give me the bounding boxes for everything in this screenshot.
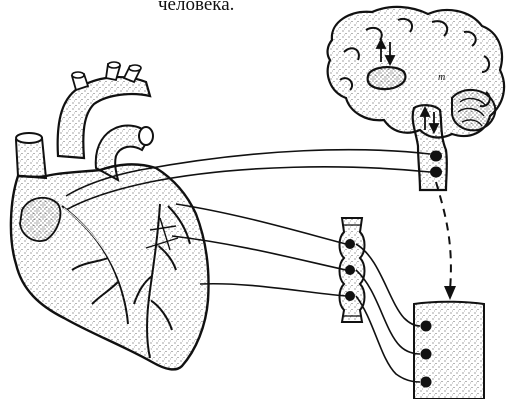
dashed-arrowhead-icon: [444, 286, 456, 300]
brainstem: [413, 105, 447, 190]
descending-dashed-pathway: [436, 182, 451, 290]
spinal-neuron-2: [421, 349, 432, 360]
ganglion-2: [345, 265, 355, 275]
spinal-neuron-1: [421, 321, 432, 332]
brain: m: [328, 7, 505, 190]
ganglion-1: [345, 239, 355, 249]
thalamus-oval: [368, 67, 406, 89]
cardiac-nerve-3: [200, 284, 346, 296]
spinal-cord-segment: [414, 302, 484, 399]
ganglion-3: [345, 291, 355, 301]
medulla-nucleus-lower: [430, 167, 442, 178]
preganglionic-fiber-3: [356, 296, 420, 382]
superior-vena-cava: [16, 138, 46, 178]
spinal-neuron-3: [421, 377, 432, 388]
cerebellum: [452, 90, 495, 130]
medulla-nucleus-upper: [430, 151, 442, 162]
heart-body: [11, 164, 209, 369]
heart: [11, 62, 209, 369]
brain-label: m: [438, 72, 445, 83]
